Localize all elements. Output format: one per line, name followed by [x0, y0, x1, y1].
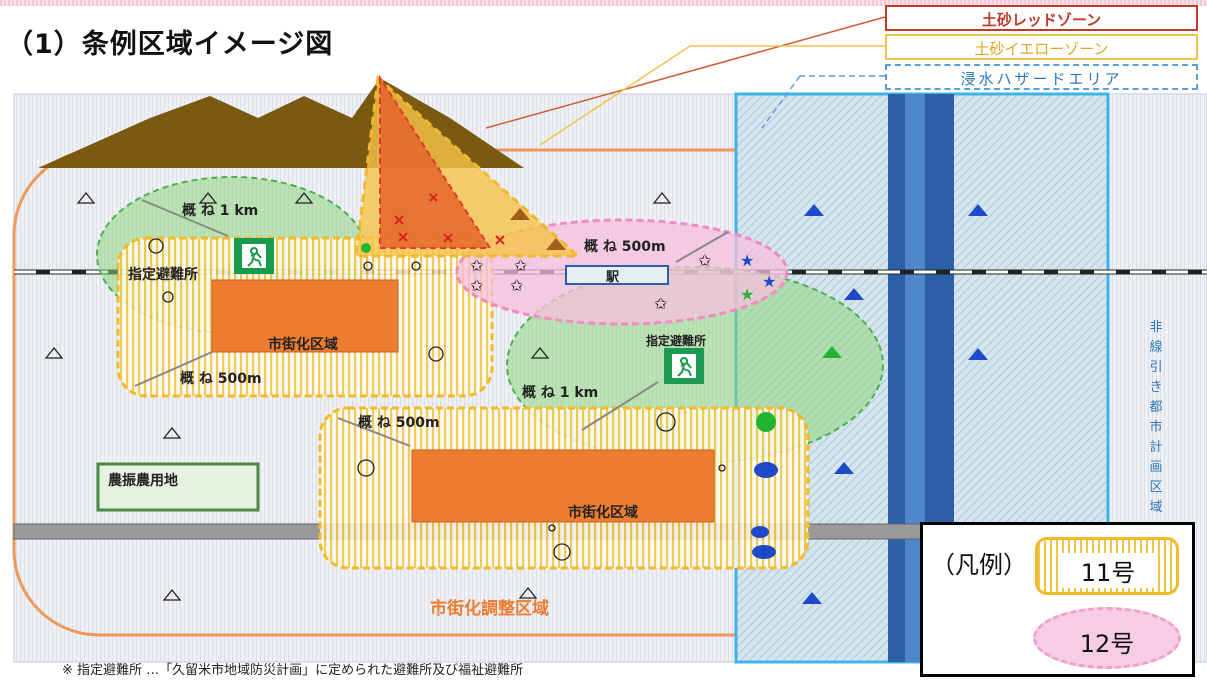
legend-swatch-12: 12号: [1033, 607, 1181, 669]
label-urbanization-1: 市街化区域: [268, 337, 338, 353]
legend-label-11: 11号: [1060, 553, 1156, 588]
open-circle-markers: [148, 238, 726, 561]
legend-title: （凡例）: [931, 551, 1027, 579]
star-markers: ✩✩ ✩✩ ✩✩ ★★ ★: [470, 251, 776, 313]
callout-flood-area: 浸水ハザードエリア: [885, 64, 1198, 90]
label-adjustment-area: 市街化調整区域: [430, 599, 549, 619]
legend-swatch-11: 11号: [1035, 537, 1179, 595]
legend-label-12: 12号: [1079, 630, 1135, 658]
label-about-500m-2: 概 ね 500m: [358, 415, 440, 431]
leader-blue-2: [761, 75, 801, 129]
label-shelter-2: 指定避難所: [646, 334, 707, 348]
svg-text:✩: ✩: [470, 256, 484, 275]
label-station: 駅: [606, 270, 620, 285]
svg-text:✩: ✩: [470, 276, 484, 295]
label-shelter-1: 指定避難所: [128, 267, 198, 283]
footnote: ※ 指定避難所 …「久留米市地域防災計画」に定められた避難所及び福祉避難所: [62, 663, 524, 678]
legend: （凡例） 11号 12号: [920, 522, 1195, 677]
station-box: [565, 265, 669, 285]
svg-text:✩: ✩: [698, 251, 712, 270]
filled-circle-markers: [361, 243, 778, 559]
brown-triangle-markers: [510, 208, 566, 250]
label-non-delineated-area: 非線引き都市計画区域: [1149, 320, 1163, 515]
label-about-500m-station: 概 ね 500m: [584, 239, 666, 255]
label-about-500m-1: 概 ね 500m: [180, 371, 262, 387]
svg-text:✩: ✩: [510, 276, 524, 295]
distance-arrows: [134, 199, 729, 447]
leader-red: [485, 16, 886, 129]
svg-text:★: ★: [740, 251, 754, 270]
callout-yellow-zone: 土砂イエローゾーン: [885, 34, 1198, 60]
farmland-box: [96, 462, 260, 512]
shelter-sign-2: [664, 348, 704, 384]
urbanization-area-1: [211, 279, 399, 353]
label-farmland: 農振農用地: [108, 473, 178, 489]
top-border-strip: [0, 0, 1207, 6]
shelter-sign-1: [234, 238, 274, 274]
river-highlight: [905, 94, 925, 662]
page-title: （1）条例区域イメージ図: [6, 29, 334, 60]
label-urbanization-2: 市街化区域: [568, 505, 638, 521]
open-triangle-markers: [44, 191, 672, 601]
callout-red-zone: 土砂レッドゾーン: [885, 5, 1198, 31]
urbanization-area-2: [411, 449, 715, 523]
blue-triangle-markers: [802, 204, 988, 604]
leader-yellow-2: [539, 45, 691, 146]
green-triangle-marker: [822, 346, 842, 358]
svg-text:✩: ✩: [514, 256, 528, 275]
svg-text:★: ★: [740, 285, 754, 304]
red-zone-triangle: [379, 74, 492, 249]
svg-text:★: ★: [762, 272, 776, 291]
svg-text:✩: ✩: [654, 294, 668, 313]
label-about-1km-1: 概 ね 1 km: [182, 203, 259, 219]
label-about-1km-2: 概 ね 1 km: [522, 385, 599, 401]
